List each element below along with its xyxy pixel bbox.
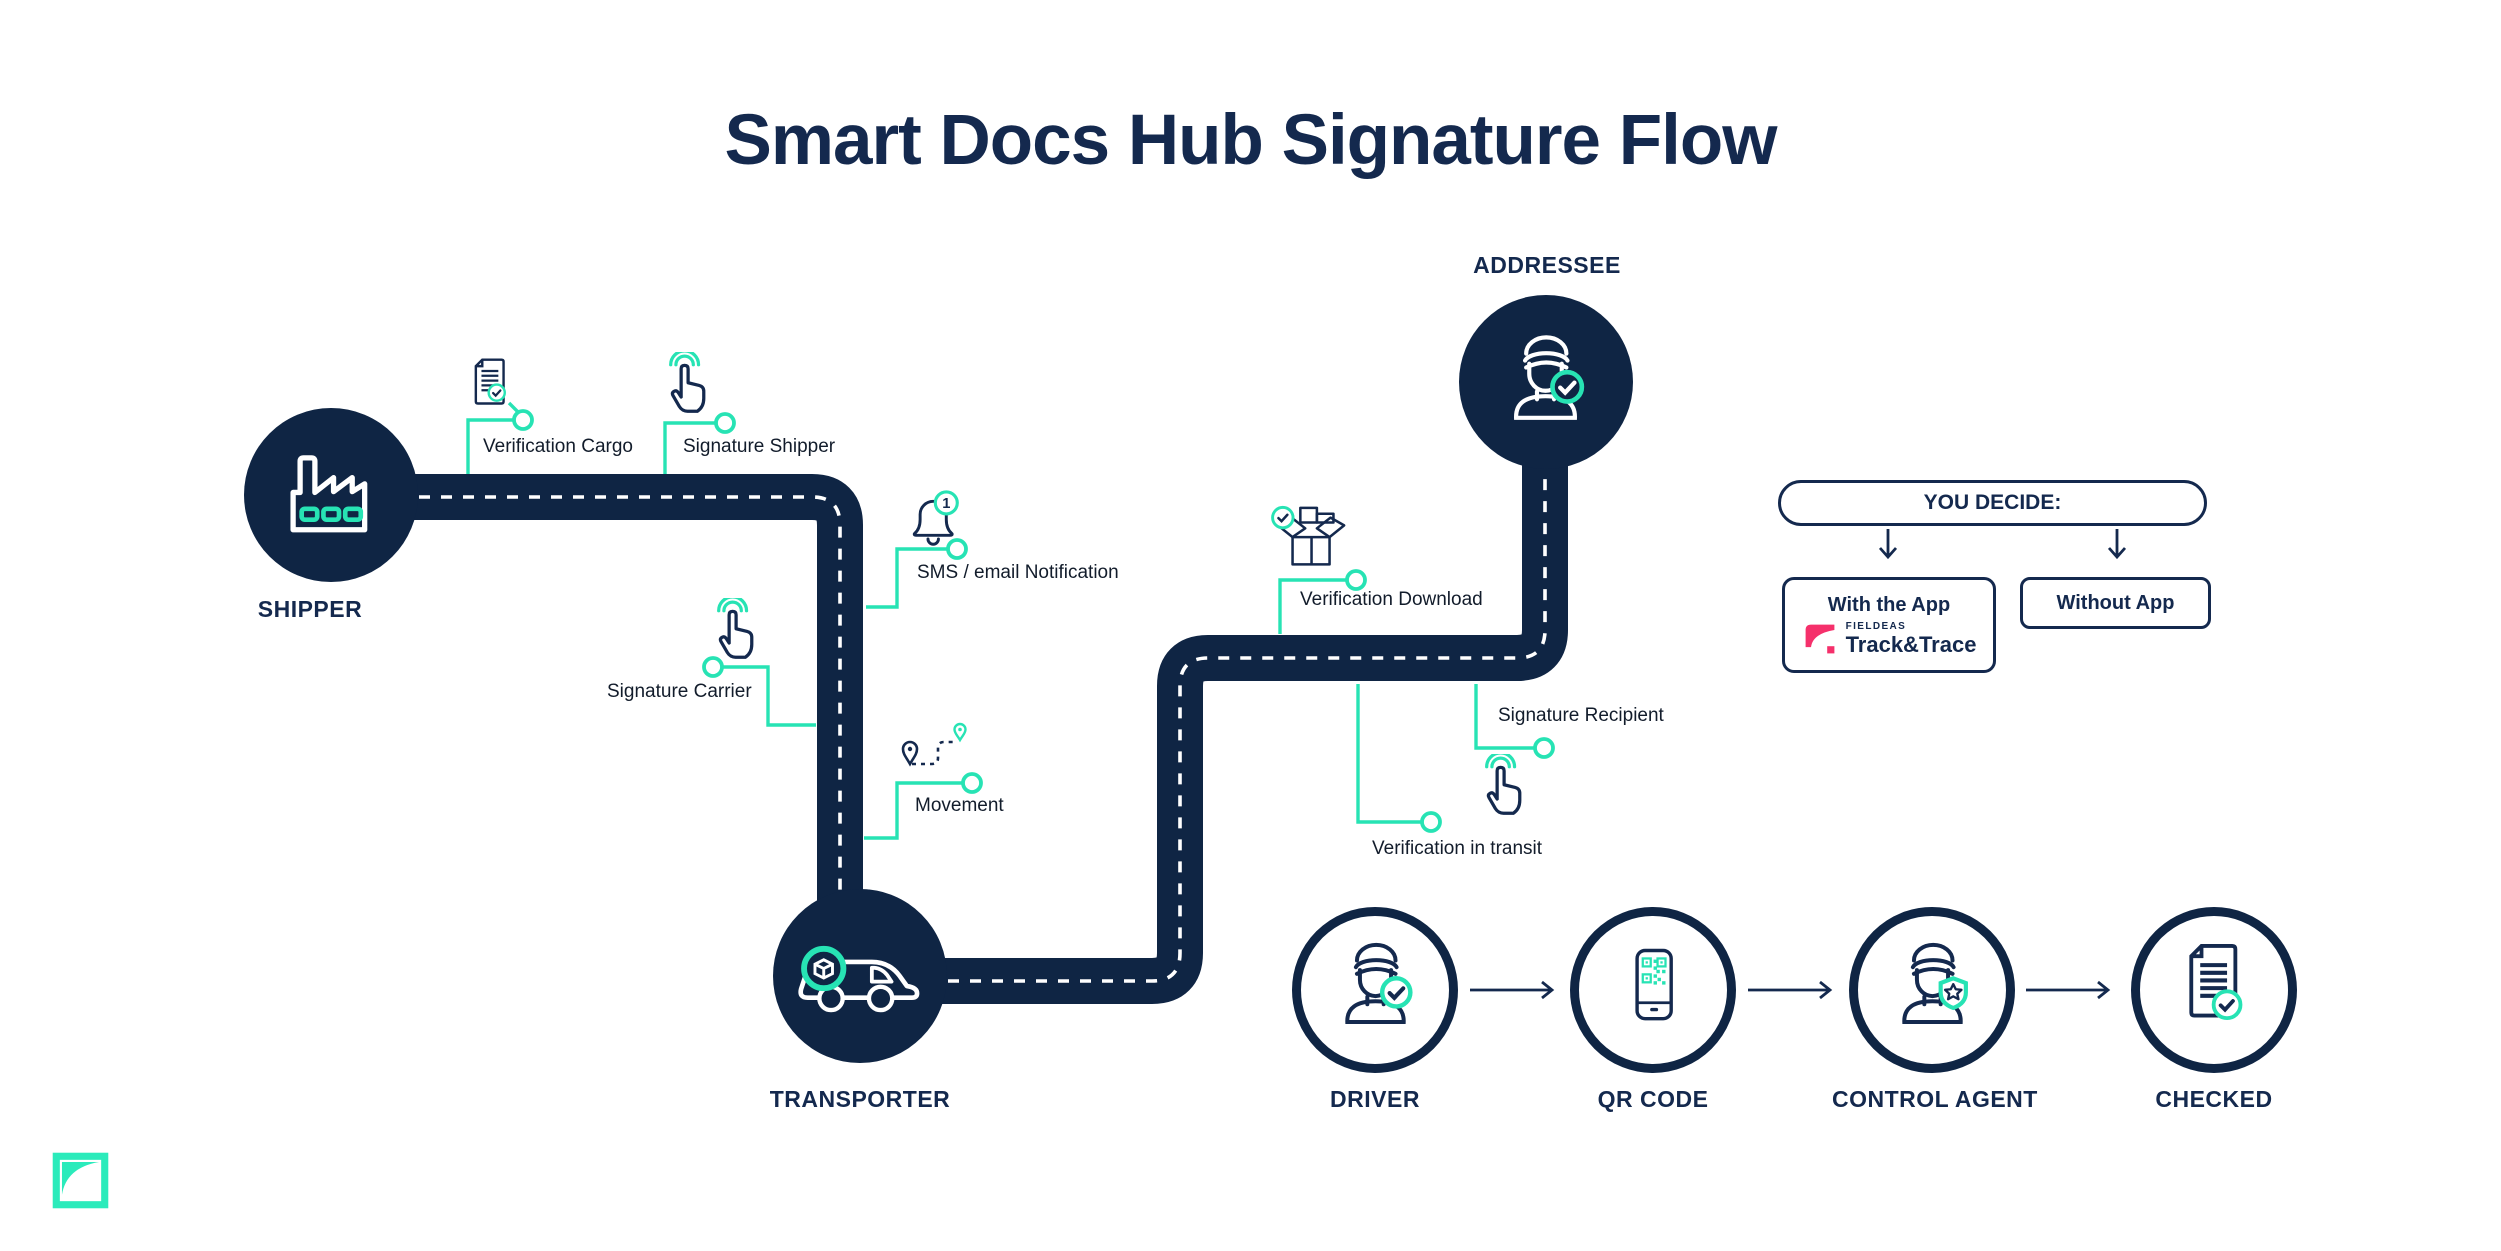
road-path	[331, 382, 1571, 1007]
connector-signature-carrier	[722, 665, 816, 727]
addressee-label: ADDRESSEE	[1473, 252, 1621, 278]
you-decide-pill: YOU DECIDE:	[1778, 480, 2207, 526]
checkpoint-arrows	[1470, 980, 2111, 1000]
checked-label: CHECKED	[2155, 1086, 2273, 1112]
callout-movement: Movement	[915, 795, 1004, 816]
person-check-icon	[1514, 335, 1585, 420]
transporter-circle	[773, 889, 947, 1063]
fieldeas-brand-label: FIELDEAS	[1845, 620, 1907, 632]
qr-code-circle	[1570, 907, 1736, 1073]
route-pins-icon	[901, 722, 967, 767]
open-box-check-icon	[1271, 505, 1346, 566]
tap-icon	[1485, 754, 1522, 815]
callout-verification-transit: Verification in transit	[1372, 838, 1543, 859]
decision-arrows	[1878, 529, 2127, 560]
callout-verification-cargo: Verification Cargo	[483, 436, 633, 457]
qr-code-label: QR CODE	[1597, 1086, 1709, 1112]
delivery-van-icon	[798, 945, 920, 1013]
tap-icon	[669, 352, 706, 413]
callout-signature-shipper: Signature Shipper	[683, 436, 836, 457]
arrow-driver-qr	[1470, 980, 1555, 1000]
fieldeas-logo: FIELDEAS Track&Trace	[1802, 620, 1977, 657]
tap-icon	[717, 598, 754, 659]
connector-signature-recipient	[1474, 684, 1535, 750]
with-app-label: With the App	[1827, 593, 1951, 616]
brand-mark-icon	[52, 1152, 109, 1209]
track-trace-label: Track&Trace	[1845, 631, 1977, 657]
qr-pattern	[1641, 957, 1667, 984]
arrow-with-app	[1878, 529, 1898, 560]
document-approved-icon	[2189, 944, 2243, 1021]
agent-shield-icon	[1902, 942, 1968, 1025]
shield-star-badge	[1938, 976, 1968, 1011]
without-app-box: Without App	[2020, 577, 2211, 629]
addressee-circle	[1459, 295, 1633, 469]
connector-signature-shipper	[663, 421, 716, 474]
connector-endpoints	[512, 409, 1555, 833]
driver-circle	[1292, 907, 1458, 1073]
connector-verification-cargo	[466, 418, 513, 474]
control-agent-circle	[1849, 907, 2015, 1073]
callout-signature-recipient: Signature Recipient	[1498, 705, 1664, 726]
notification-count: 1	[942, 496, 950, 512]
callout-connectors	[466, 401, 1535, 840]
with-app-box: With the App FIELDEAS Track&Trace	[1782, 577, 1996, 673]
connector-movement	[864, 781, 963, 840]
callout-sms-email: SMS / email Notification	[917, 562, 1119, 583]
arrow-without-app	[2107, 529, 2127, 560]
callout-signature-carrier: Signature Carrier	[607, 681, 752, 702]
document-check-icon	[474, 358, 506, 405]
factory-icon	[290, 455, 368, 533]
arrow-qr-agent	[1748, 980, 1833, 1000]
transporter-label: TRANSPORTER	[769, 1086, 951, 1112]
you-decide-label: YOU DECIDE:	[1923, 491, 2062, 514]
connector-verification-transit	[1356, 684, 1422, 824]
shipper-circle	[244, 408, 418, 582]
without-app-label: Without App	[2056, 591, 2175, 614]
qr-phone-icon	[1635, 948, 1673, 1021]
connector-verification-download	[1278, 578, 1347, 634]
connector-sms-email	[866, 547, 948, 609]
callout-verification-download: Verification Download	[1300, 589, 1483, 610]
driver-label: DRIVER	[1330, 1086, 1420, 1112]
arrow-agent-checked	[2026, 980, 2111, 1000]
shipper-label: SHIPPER	[257, 596, 363, 622]
check-badge	[1379, 976, 1413, 1009]
fieldeas-mark-icon	[1805, 624, 1834, 653]
control-agent-label: CONTROL AGENT	[1832, 1086, 2038, 1112]
check-badge	[1550, 369, 1585, 404]
page-title: Smart Docs Hub Signature Flow	[724, 101, 1778, 180]
driver-check-icon	[1345, 942, 1413, 1025]
bell-notification-icon: 1	[912, 490, 959, 546]
